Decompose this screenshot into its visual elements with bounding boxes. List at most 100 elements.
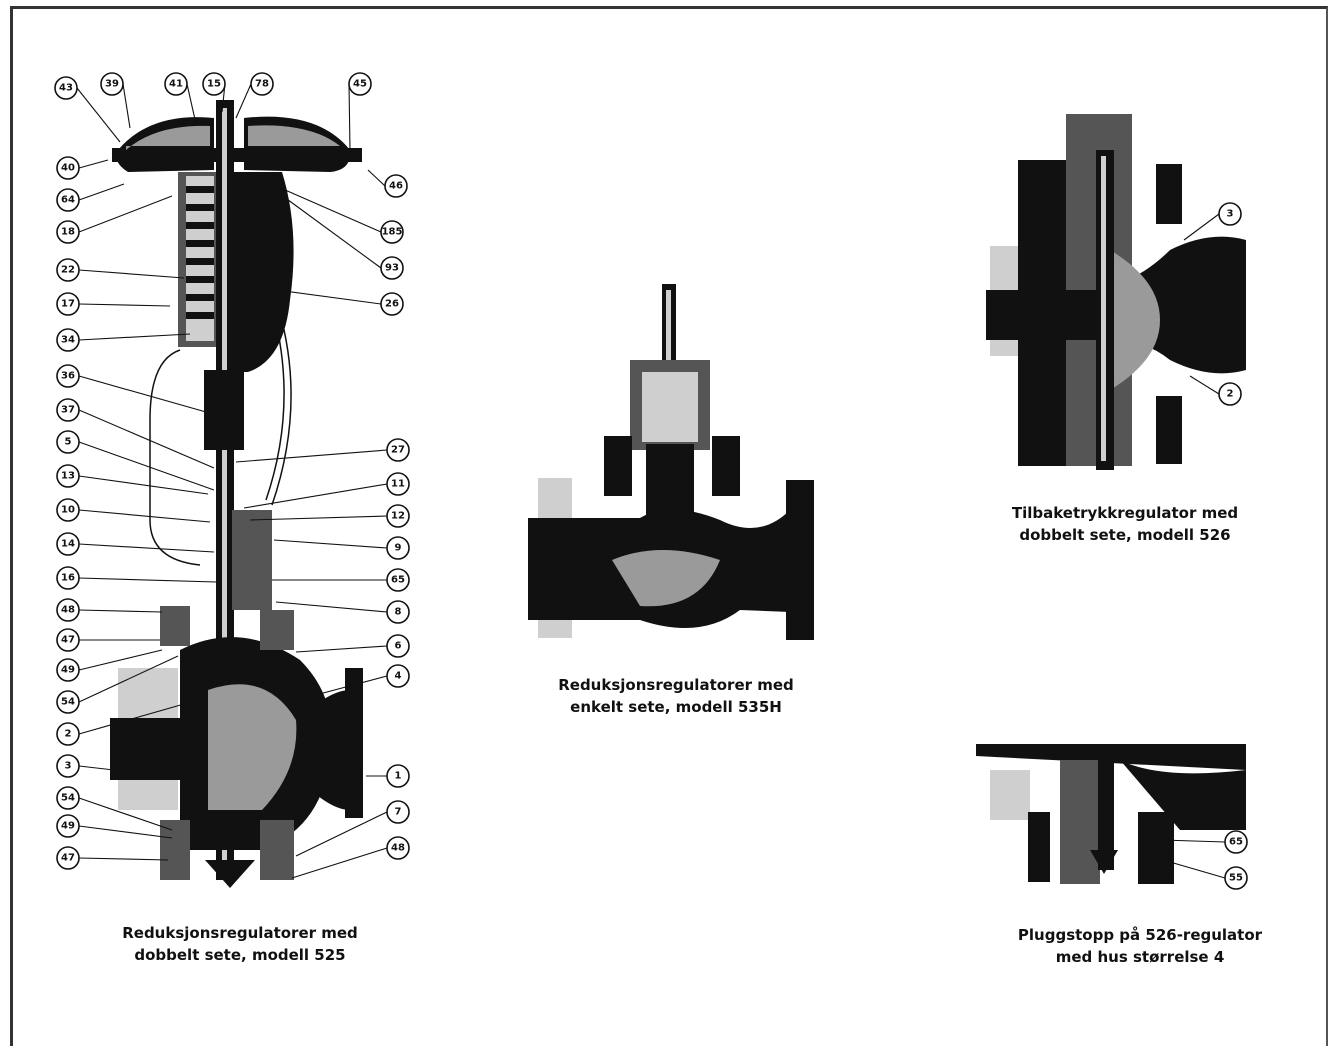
callout-number: 12 xyxy=(391,511,405,522)
callout-2: 2 xyxy=(56,722,80,746)
callout-number: 34 xyxy=(61,335,75,346)
callout-number: 36 xyxy=(61,371,75,382)
leader-line xyxy=(1183,213,1220,241)
callout-10: 10 xyxy=(56,498,80,522)
callout-number: 8 xyxy=(395,607,402,618)
callout-circle xyxy=(56,690,80,714)
caption-line: enkelt sete, modell 535H xyxy=(570,698,782,716)
leader-line xyxy=(186,83,197,125)
callout-48: 48 xyxy=(56,598,80,622)
callout-47: 47 xyxy=(56,846,80,870)
callout-41: 41 xyxy=(164,72,188,96)
callout-number: 3 xyxy=(1227,209,1234,220)
leader-line xyxy=(78,303,171,307)
callout-circle xyxy=(56,430,80,454)
leader-line xyxy=(1161,839,1226,843)
callout-number: 2 xyxy=(1227,389,1234,400)
callout-26: 26 xyxy=(380,292,404,316)
callout-number: 4 xyxy=(395,671,402,682)
leader-line xyxy=(122,83,131,129)
callout-number: 16 xyxy=(61,573,75,584)
callout-circle xyxy=(386,634,410,658)
callout-49: 49 xyxy=(56,658,80,682)
callout-circle xyxy=(1218,382,1242,406)
callout-circle xyxy=(386,836,410,860)
callout-54: 54 xyxy=(56,690,80,714)
caption-line: med hus størrelse 4 xyxy=(1055,948,1225,966)
leader-line xyxy=(249,515,388,521)
callout-circle xyxy=(56,814,80,838)
callout-number: 6 xyxy=(395,641,402,652)
callout-number: 7 xyxy=(395,807,402,818)
callout-circle xyxy=(56,258,80,282)
callout-14: 14 xyxy=(56,532,80,556)
callout-circle xyxy=(386,664,410,688)
callout-65: 65 xyxy=(1224,830,1248,854)
caption-line: dobbelt sete, modell 526 xyxy=(1019,526,1231,544)
leader-line xyxy=(78,577,217,583)
callout-circle xyxy=(56,328,80,352)
callout-circle xyxy=(56,292,80,316)
callout-number: 54 xyxy=(61,697,75,708)
callout-39: 39 xyxy=(100,72,124,96)
leader-line xyxy=(78,183,125,201)
callout-circle xyxy=(386,764,410,788)
leader-line xyxy=(78,543,215,553)
caption-line: Reduksjonsregulatorer med xyxy=(558,676,794,694)
leader-line xyxy=(78,441,215,491)
callout-circle xyxy=(386,438,410,462)
leader-line xyxy=(78,649,163,671)
callout-number: 5 xyxy=(65,437,72,448)
callout-number: 27 xyxy=(391,445,405,456)
callout-circle xyxy=(386,600,410,624)
callout-55: 55 xyxy=(1224,866,1248,890)
callout-circle xyxy=(386,536,410,560)
callout-circle xyxy=(56,566,80,590)
leader-line xyxy=(275,601,388,613)
callout-number: 54 xyxy=(61,793,75,804)
leader-line xyxy=(78,857,169,861)
callout-11: 11 xyxy=(386,472,410,496)
callout-circle xyxy=(56,754,80,778)
callout-circle xyxy=(1218,202,1242,226)
callout-circle xyxy=(1224,830,1248,854)
callout-4: 4 xyxy=(386,664,410,688)
callout-49: 49 xyxy=(56,814,80,838)
callout-circle xyxy=(1224,866,1248,890)
callout-circle xyxy=(56,364,80,388)
callout-16: 16 xyxy=(56,566,80,590)
callout-circle xyxy=(250,72,274,96)
callout-number: 9 xyxy=(395,543,402,554)
callout-number: 48 xyxy=(61,605,75,616)
callout-circle xyxy=(384,174,408,198)
callout-circle xyxy=(56,188,80,212)
caption-model-526: Tilbaketrykkregulator med dobbelt sete, … xyxy=(960,502,1290,546)
callout-circle xyxy=(380,292,404,316)
callout-17: 17 xyxy=(56,292,80,316)
callout-185: 185 xyxy=(380,220,404,244)
callout-number: 185 xyxy=(382,227,403,238)
caption-line: Reduksjonsregulatorer med xyxy=(122,924,358,942)
leader-line xyxy=(76,87,121,143)
caption-model-535h: Reduksjonsregulatorer med enkelt sete, m… xyxy=(506,674,846,718)
callout-3: 3 xyxy=(1218,202,1242,226)
callout-number: 65 xyxy=(391,575,405,586)
leader-line xyxy=(78,195,173,233)
leader-line xyxy=(78,409,215,469)
leader-line xyxy=(348,83,351,151)
leader-line xyxy=(78,765,167,777)
callout-number: 48 xyxy=(391,843,405,854)
leader-line xyxy=(273,539,388,549)
callout-6: 6 xyxy=(386,634,410,658)
callout-circle xyxy=(164,72,188,96)
callout-number: 64 xyxy=(61,195,75,206)
leader-line xyxy=(275,185,382,233)
callout-circle xyxy=(202,72,226,96)
callout-number: 47 xyxy=(61,853,75,864)
callout-47: 47 xyxy=(56,628,80,652)
callout-number: 3 xyxy=(65,761,72,772)
callout-number: 26 xyxy=(385,299,399,310)
callout-number: 93 xyxy=(385,263,399,274)
callout-13: 13 xyxy=(56,464,80,488)
callout-circle xyxy=(386,472,410,496)
